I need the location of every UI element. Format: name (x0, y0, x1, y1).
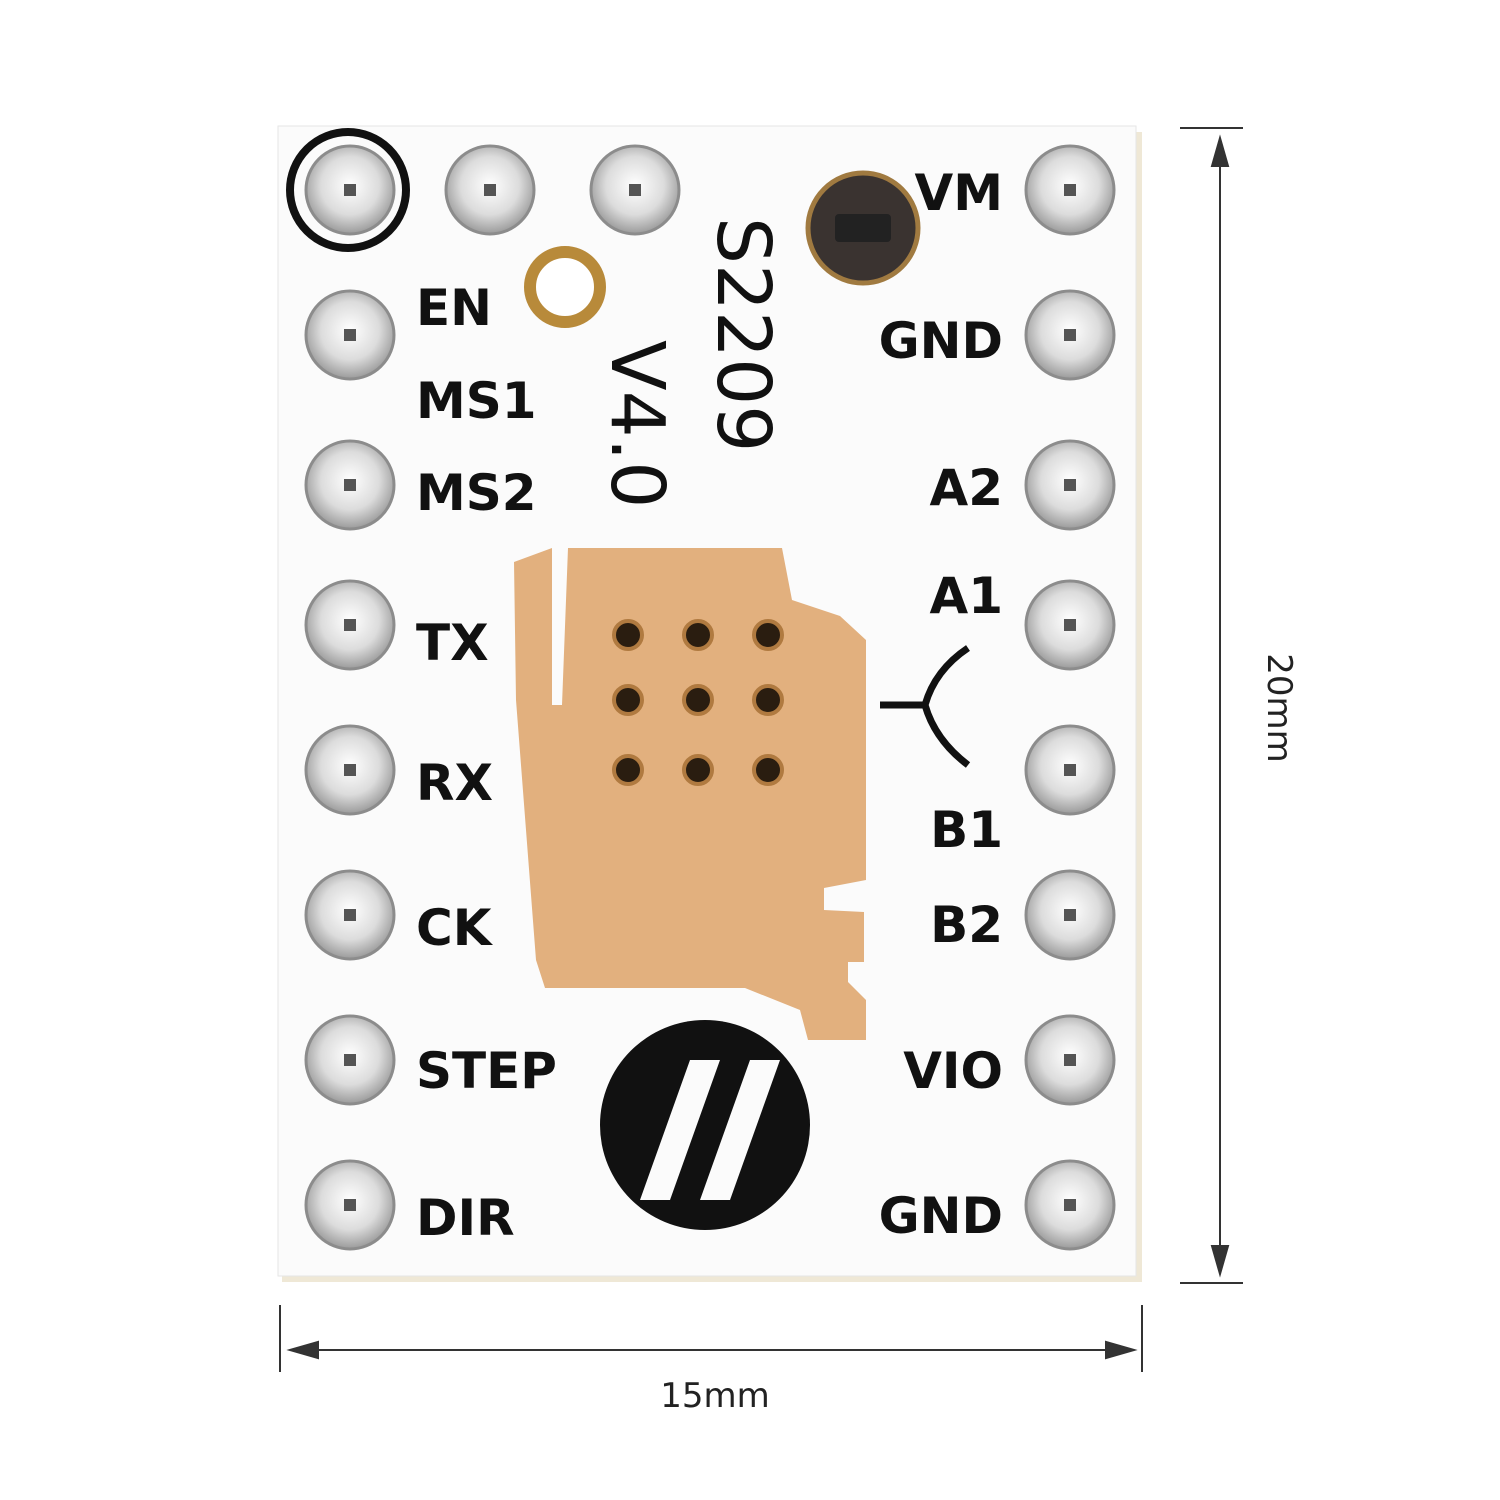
coil-bracket-mark (880, 645, 971, 768)
left-pin-8 (304, 1159, 396, 1251)
thermal-via (682, 619, 714, 651)
label-dir: DIR (416, 1189, 515, 1247)
thermal-via (612, 684, 644, 716)
right-pin-6 (1024, 869, 1116, 961)
label-ck: CK (416, 899, 494, 957)
label-vm: VM (915, 164, 1003, 222)
version-text: V4.0 (594, 340, 680, 508)
thermal-pad (514, 548, 866, 1040)
left-pin-7 (304, 1014, 396, 1106)
label-step: STEP (416, 1042, 557, 1100)
potentiometer-slot (835, 214, 891, 242)
right-pin-4 (1024, 579, 1116, 671)
label-ms1: MS1 (416, 372, 537, 430)
label-gnd-bottom: GND (879, 1187, 1003, 1245)
right-pin-1 (1024, 144, 1116, 236)
right-pin-3 (1024, 439, 1116, 531)
thermal-via (682, 684, 714, 716)
label-ms2: MS2 (416, 464, 537, 522)
top-pin-2 (444, 144, 536, 236)
width-dimension (279, 1305, 1143, 1372)
right-pin-7 (1024, 1014, 1116, 1106)
model-text: S2209 (700, 217, 786, 452)
right-pin-2 (1024, 289, 1116, 381)
left-pin-6 (304, 869, 396, 961)
left-pin-5 (304, 724, 396, 816)
label-vio: VIO (903, 1042, 1003, 1100)
pin1-marker-ring (286, 128, 410, 252)
height-label: 20mm (1259, 653, 1299, 763)
height-dimension (1180, 127, 1243, 1284)
label-b1: B1 (930, 801, 1003, 859)
thermal-via (682, 754, 714, 786)
label-a2: A2 (930, 459, 1004, 517)
label-tx: TX (416, 614, 489, 672)
label-a1: A1 (930, 567, 1004, 625)
left-pin-3 (304, 439, 396, 531)
left-pin-4 (304, 579, 396, 671)
thermal-via (612, 619, 644, 651)
right-pin-5 (1024, 724, 1116, 816)
width-label: 15mm (660, 1376, 770, 1416)
label-en: EN (416, 279, 492, 337)
thermal-vias (612, 619, 784, 786)
left-pin-1 (304, 144, 396, 236)
label-b2: B2 (930, 896, 1003, 954)
label-rx: RX (416, 754, 493, 812)
thermal-via (612, 754, 644, 786)
thermal-via (752, 754, 784, 786)
brand-logo (600, 1020, 810, 1230)
label-gnd-top: GND (879, 312, 1003, 370)
thermal-via (752, 684, 784, 716)
mounting-hole (524, 246, 606, 328)
top-pin-3 (589, 144, 681, 236)
right-pin-8 (1024, 1159, 1116, 1251)
thermal-via (752, 619, 784, 651)
left-pin-2 (304, 289, 396, 381)
